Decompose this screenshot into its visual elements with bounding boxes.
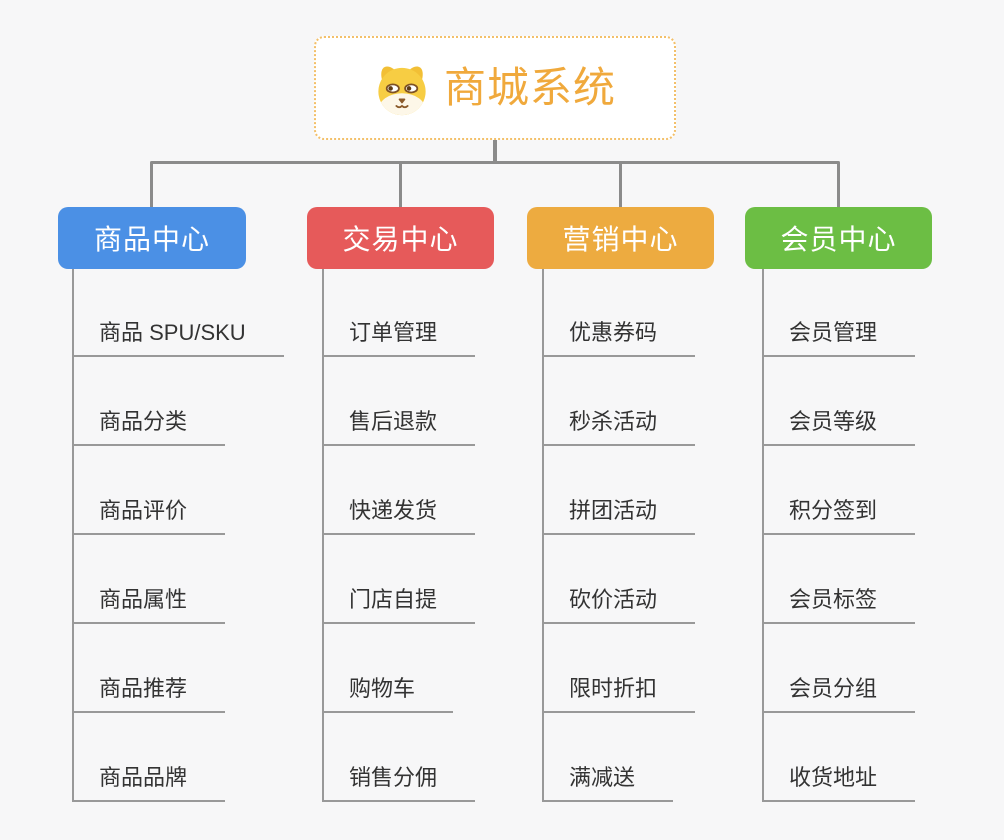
leaf-topic[interactable]: 购物车	[322, 676, 454, 713]
trunk-line	[762, 269, 764, 802]
leaf-topic[interactable]: 限时折扣	[542, 676, 696, 713]
connector-horizontal	[150, 161, 840, 164]
leaf-topic[interactable]: 会员标签	[762, 587, 916, 624]
trunk-line	[322, 269, 324, 802]
leaf-topic[interactable]: 拼团活动	[542, 498, 696, 535]
dog-icon	[378, 66, 426, 116]
branch-node-trade-center[interactable]: 交易中心	[307, 207, 494, 269]
leaf-topic[interactable]: 会员等级	[762, 409, 916, 446]
connector-drop-goods	[150, 163, 153, 208]
leaf-topic[interactable]: 商品分类	[72, 409, 226, 446]
leaf-topic[interactable]: 商品品牌	[72, 765, 226, 802]
leaf-topic[interactable]: 积分签到	[762, 498, 916, 535]
root-title: 商城系统	[443, 64, 616, 111]
trunk-line	[542, 269, 544, 802]
leaf-topic[interactable]: 商品 SPU/SKU	[72, 320, 284, 357]
leaf-topic[interactable]: 满减送	[542, 765, 674, 802]
leaf-topic[interactable]: 订单管理	[322, 320, 476, 357]
leaf-topic[interactable]: 售后退款	[322, 409, 476, 446]
branch-node-marketing-center[interactable]: 营销中心	[527, 207, 714, 269]
connector-drop-member	[837, 163, 840, 208]
leaf-topic[interactable]: 快递发货	[322, 498, 476, 535]
connector-drop-marketing	[619, 163, 622, 208]
leaf-topic[interactable]: 商品评价	[72, 498, 226, 535]
leaf-topic[interactable]: 优惠券码	[542, 320, 696, 357]
leaf-topic[interactable]: 会员管理	[762, 320, 916, 357]
leaf-topic[interactable]: 销售分佣	[322, 765, 476, 802]
leaf-topic[interactable]: 会员分组	[762, 676, 916, 713]
branch-node-goods-center[interactable]: 商品中心	[58, 207, 246, 269]
root-node[interactable]: 商城系统	[314, 36, 676, 140]
leaf-topic[interactable]: 商品属性	[72, 587, 226, 624]
leaf-topic[interactable]: 门店自提	[322, 587, 476, 624]
branch-node-member-center[interactable]: 会员中心	[745, 207, 932, 269]
leaf-topic[interactable]: 收货地址	[762, 765, 916, 802]
connector-root-stem	[493, 139, 497, 163]
leaf-topic[interactable]: 商品推荐	[72, 676, 226, 713]
leaf-topic[interactable]: 秒杀活动	[542, 409, 696, 446]
leaf-topic[interactable]: 砍价活动	[542, 587, 696, 624]
trunk-line	[72, 269, 74, 802]
connector-drop-trade	[399, 163, 402, 208]
